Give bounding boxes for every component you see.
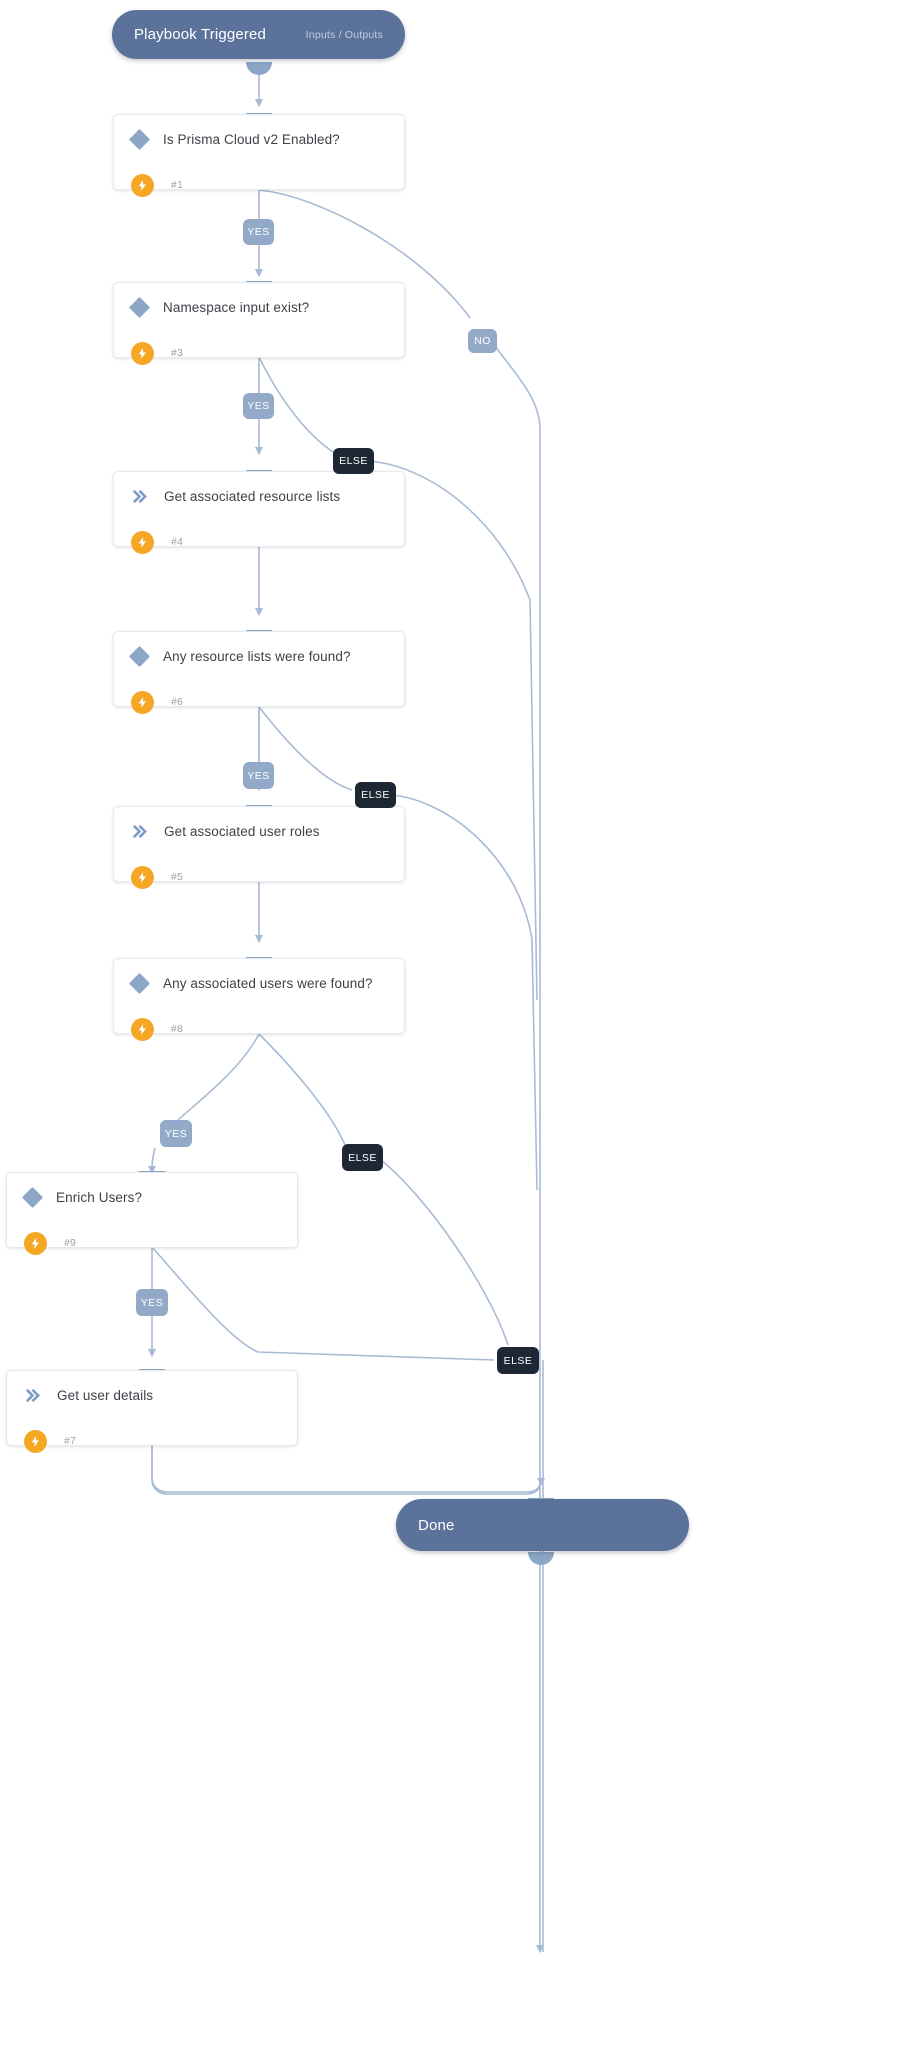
- task-number: #4: [171, 536, 184, 548]
- task-card[interactable]: Any resource lists were found? #6: [113, 631, 405, 714]
- task-card-footer: #7: [7, 1419, 297, 1463]
- task-number: #5: [171, 871, 184, 883]
- task-card-footer: #9: [7, 1221, 297, 1265]
- branch-label-else[interactable]: ELSE: [333, 448, 374, 474]
- task-title: Any associated users were found?: [163, 975, 373, 991]
- bolt-icon: [131, 1017, 154, 1041]
- task-number: #8: [171, 1023, 184, 1035]
- task-card-header: Any associated users were found?: [114, 959, 404, 1007]
- branch-label-else[interactable]: ELSE: [355, 782, 396, 808]
- bolt-icon: [24, 1231, 47, 1255]
- bolt-icon: [131, 173, 154, 197]
- task-title: Enrich Users?: [56, 1189, 143, 1205]
- end-node-title: Done: [418, 1516, 455, 1534]
- branch-label-yes[interactable]: YES: [243, 219, 274, 245]
- task-card-header: Get user details: [7, 1371, 297, 1419]
- branch-label-else[interactable]: ELSE: [497, 1347, 539, 1374]
- bolt-icon: [131, 341, 154, 365]
- start-node[interactable]: Playbook Triggered Inputs / Outputs: [112, 10, 405, 59]
- bolt-icon: [131, 690, 154, 714]
- branch-label-no[interactable]: NO: [468, 329, 497, 353]
- task-card[interactable]: Enrich Users? #9: [6, 1172, 298, 1255]
- task-card[interactable]: Is Prisma Cloud v2 Enabled? #1: [113, 114, 405, 197]
- task-number: #9: [64, 1237, 77, 1249]
- task-card-header: Enrich Users?: [7, 1173, 297, 1221]
- task-title: Any resource lists were found?: [163, 648, 351, 664]
- start-node-io-label: Inputs / Outputs: [305, 28, 383, 41]
- chevron-icon: [131, 488, 148, 505]
- chevron-icon: [24, 1387, 41, 1404]
- task-title: Is Prisma Cloud v2 Enabled?: [163, 131, 340, 147]
- bolt-icon: [131, 530, 154, 554]
- branch-label-yes[interactable]: YES: [160, 1120, 192, 1147]
- task-card-footer: #5: [114, 855, 404, 899]
- task-card-footer: #4: [114, 520, 404, 564]
- diamond-icon: [128, 972, 151, 994]
- task-card-footer: #8: [114, 1007, 404, 1051]
- end-node[interactable]: Done: [396, 1499, 689, 1551]
- task-card[interactable]: Get associated resource lists #4: [113, 471, 405, 554]
- task-card[interactable]: Namespace input exist? #3: [113, 282, 405, 365]
- task-card[interactable]: Get user details #7: [6, 1370, 298, 1453]
- diamond-icon: [128, 645, 151, 667]
- task-card-header: Any resource lists were found?: [114, 632, 404, 680]
- task-card-header: Get associated user roles: [114, 807, 404, 855]
- chevron-icon: [131, 823, 148, 840]
- start-node-title: Playbook Triggered: [134, 26, 266, 43]
- task-card[interactable]: Any associated users were found? #8: [113, 958, 405, 1041]
- bolt-icon: [131, 865, 154, 889]
- task-title: Get user details: [57, 1387, 154, 1403]
- bolt-icon: [24, 1429, 47, 1453]
- task-card[interactable]: Get associated user roles #5: [113, 806, 405, 889]
- task-card-header: Is Prisma Cloud v2 Enabled?: [114, 115, 404, 163]
- task-number: #3: [171, 347, 184, 359]
- branch-label-yes[interactable]: YES: [243, 762, 274, 789]
- diamond-icon: [21, 1186, 44, 1208]
- task-title: Get associated resource lists: [164, 488, 341, 504]
- diamond-icon: [128, 128, 151, 150]
- task-number: #7: [64, 1435, 77, 1447]
- task-card-footer: #1: [114, 163, 404, 207]
- task-card-header: Namespace input exist?: [114, 283, 404, 331]
- task-number: #1: [171, 179, 184, 191]
- diamond-icon: [128, 296, 151, 318]
- branch-label-else[interactable]: ELSE: [342, 1144, 383, 1171]
- task-card-footer: #6: [114, 680, 404, 724]
- task-title: Get associated user roles: [164, 823, 320, 839]
- branch-label-yes[interactable]: YES: [243, 393, 274, 419]
- task-card-footer: #3: [114, 331, 404, 375]
- branch-label-yes[interactable]: YES: [136, 1289, 168, 1316]
- task-number: #6: [171, 696, 184, 708]
- task-title: Namespace input exist?: [163, 299, 310, 315]
- task-card-header: Get associated resource lists: [114, 472, 404, 520]
